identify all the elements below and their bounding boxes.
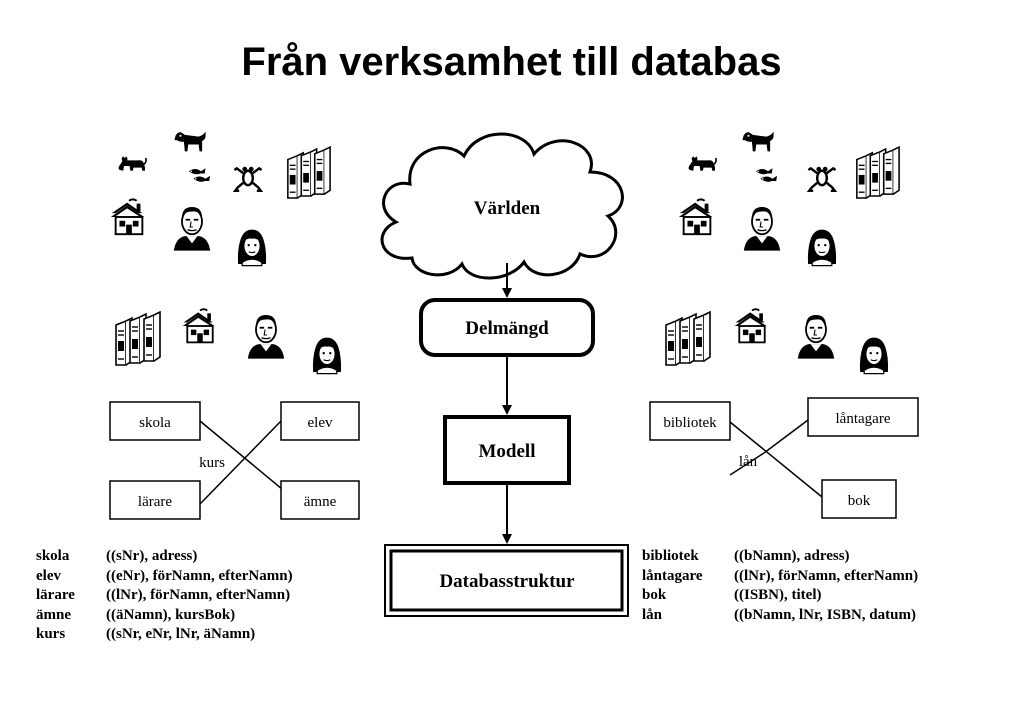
relation-loan-label: lån: [739, 454, 758, 470]
table-attributes: ((sNr, eNr, lNr, äNamn): [106, 626, 256, 642]
table-attributes: ((äNamn), kursBok): [106, 606, 236, 623]
table-attributes: ((ISBN), titel): [734, 587, 822, 603]
entity-borrower: [807, 397, 919, 437]
table-attributes: ((eNr), förNamn, efterNamn): [106, 567, 293, 584]
entity-school-label: skola: [139, 415, 171, 431]
left-icon-cluster: [109, 131, 342, 375]
entity-book: [821, 479, 897, 519]
man-icon: [246, 314, 286, 360]
world-label: Världen: [474, 198, 541, 219]
woman-icon: [312, 336, 342, 375]
fish-icon: [756, 168, 777, 182]
schema-row: skola ((sNr), adress): [36, 547, 293, 567]
table-name: kurs: [36, 626, 66, 642]
books-icon: [287, 146, 331, 199]
entity-student: [280, 401, 360, 441]
schema-row: bibliotek ((bNamn), adress): [642, 547, 918, 567]
woman-icon: [807, 228, 837, 267]
table-name: lån: [642, 606, 663, 623]
library-schema-list: bibliotek ((bNamn), adress) låntagare ((lNr…: [642, 547, 918, 625]
table-name: bok: [642, 587, 667, 603]
world-cloud: [380, 132, 624, 280]
schema-row: lån ((bNamn, lNr, ISBN, datum): [642, 606, 918, 626]
entity-student-label: elev: [308, 415, 333, 431]
structure-label: Databasstruktur: [439, 571, 575, 592]
entity-school: [109, 401, 201, 441]
frog-icon: [807, 165, 837, 193]
entity-subject-label: ämne: [304, 494, 337, 510]
right-icon-cluster: [665, 131, 900, 375]
table-attributes: ((bNamn), adress): [734, 548, 850, 564]
schema-row: elev ((eNr), förNamn, efterNamn): [36, 567, 293, 587]
schema-row: kurs ((sNr, eNr, lNr, äNamn): [36, 625, 293, 645]
man-icon: [172, 206, 212, 252]
table-attributes: ((bNamn, lNr, ISBN, datum): [734, 606, 916, 623]
entity-library-label: bibliotek: [663, 415, 717, 431]
house-icon: [733, 308, 768, 344]
house-icon: [181, 308, 216, 344]
house-icon: [677, 198, 714, 236]
model-box: [443, 415, 571, 485]
entity-borrower-label: låntagare: [836, 411, 891, 427]
relation-line: [763, 419, 809, 454]
relation-line: [729, 421, 823, 498]
woman-icon: [237, 228, 267, 267]
schema-row: ämne ((äNamn), kursBok): [36, 606, 293, 626]
library-er-model: bibliotek låntagare bok lån: [649, 397, 919, 519]
page-title: Från verksamhet till databas: [241, 40, 782, 84]
subset-box: [419, 298, 595, 357]
woman-icon: [859, 336, 889, 375]
dog-icon: [174, 131, 206, 152]
house-icon: [109, 198, 146, 236]
entity-book-label: bok: [848, 493, 871, 509]
entity-subject: [280, 480, 360, 520]
model-label: Modell: [479, 441, 536, 462]
table-name: lärare: [36, 587, 75, 603]
fish-icon: [189, 168, 210, 182]
relation-line: [199, 420, 282, 505]
frog-icon: [233, 165, 263, 193]
table-name: låntagare: [642, 567, 703, 584]
man-icon: [796, 314, 836, 360]
table-name: skola: [36, 548, 70, 564]
relation-course-label: kurs: [199, 455, 225, 471]
entity-teacher: [109, 480, 201, 520]
school-schema-list: skola ((sNr), adress) elev ((eNr), förNamn,…: [36, 547, 293, 645]
school-er-model: skola elev lärare ämne kurs: [109, 401, 360, 520]
entity-library: [649, 401, 731, 441]
table-attributes: ((lNr), förNamn, efterNamn): [106, 587, 291, 603]
man-icon: [742, 206, 782, 252]
dog-icon: [742, 131, 774, 152]
relation-line: [729, 452, 765, 476]
books-icon: [115, 311, 161, 366]
table-name: elev: [36, 567, 61, 584]
table-attributes: ((sNr), adress): [106, 548, 198, 564]
table-name: bibliotek: [642, 548, 699, 564]
subset-label: Delmängd: [465, 318, 549, 339]
table-attributes: ((lNr), förNamn, efterNamn): [734, 567, 919, 584]
process-flow: Världen Delmängd Modell Databasstruktur: [380, 132, 629, 617]
structure-box: [389, 549, 624, 612]
cat-icon: [117, 155, 147, 172]
schema-row: lärare ((lNr), förNamn, efterNamn): [36, 586, 293, 606]
books-icon: [665, 311, 711, 366]
table-name: ämne: [36, 606, 71, 623]
schema-row: bok ((ISBN), titel): [642, 586, 918, 606]
books-icon: [856, 146, 900, 199]
entity-teacher-label: lärare: [138, 494, 172, 510]
cat-icon: [687, 155, 717, 172]
schema-row: låntagare ((lNr), förNamn, efterNamn): [642, 567, 918, 587]
